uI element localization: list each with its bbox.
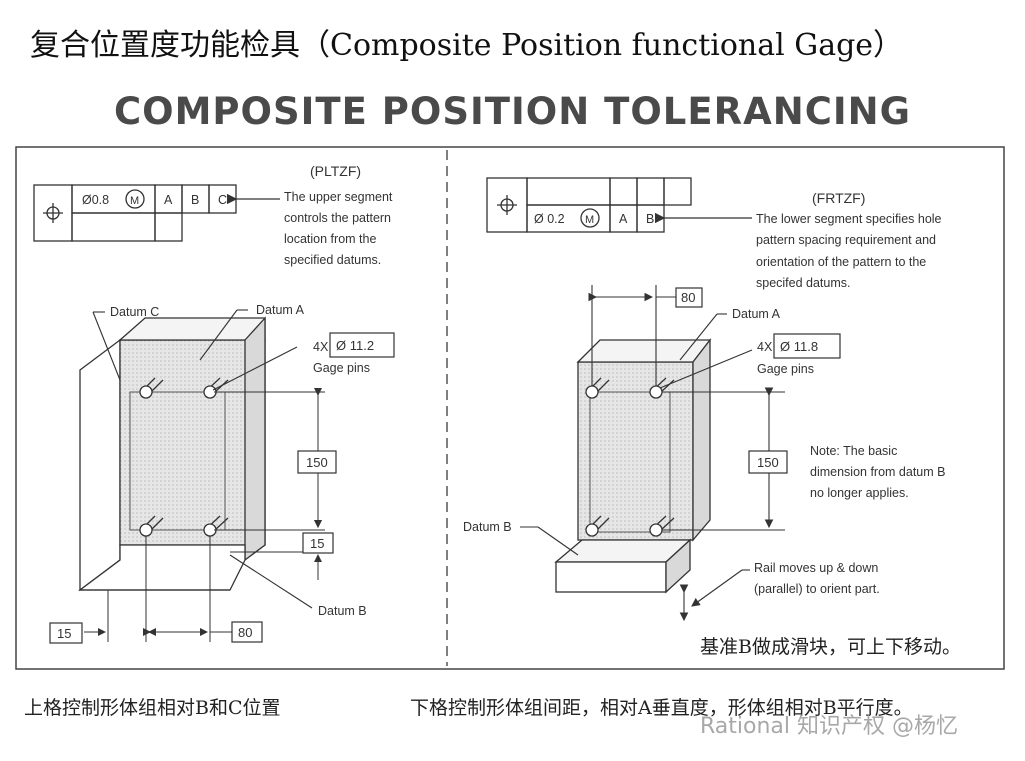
left-note-line: specified datums. <box>284 253 381 267</box>
left-datum-c-label: Datum C <box>110 305 159 319</box>
left-datum-a-label: Datum A <box>256 303 305 317</box>
right-fcf-datum-a: A <box>619 212 628 226</box>
left-dim-15-vertical: 15 <box>310 536 324 551</box>
right-note-line: specifed datums. <box>756 276 851 290</box>
left-note-line: The upper segment <box>284 190 393 204</box>
left-pin-diameter: Ø 11.2 <box>336 338 374 353</box>
watermark: Rational 知识产权 @杨忆 <box>700 714 959 739</box>
pins-leader <box>212 346 298 391</box>
datum-c-leader <box>92 311 121 381</box>
left-note-line: location from the <box>284 232 376 246</box>
caption-left: 上格控制形体组相对B和C位置 <box>24 697 281 719</box>
right-gage-pins-label: Gage pins <box>757 362 814 376</box>
right-datum-b-leader <box>537 526 579 556</box>
left-dim-150: 150 <box>306 455 328 470</box>
left-fcf-datum-b: B <box>191 193 199 207</box>
right-pins-leader <box>659 349 753 389</box>
left-fcf-modifier: M <box>130 195 139 207</box>
left-dim-15-horizontal: 15 <box>57 626 71 641</box>
left-dim-80: 80 <box>238 625 252 640</box>
right-fcf-modifier: M <box>585 214 594 226</box>
rail-note-line: Rail moves up & down <box>754 561 878 575</box>
left-datum-b-label: Datum B <box>318 604 367 618</box>
left-fcf-datum-c: C <box>218 193 227 207</box>
right-note2-line: dimension from datum B <box>810 465 945 479</box>
chinese-note-datum-b-slider: 基准B做成滑块，可上下移动。 <box>700 636 961 658</box>
datum-b-leader <box>229 554 313 609</box>
rail-leader <box>691 569 743 607</box>
right-feature-control-frame <box>486 177 752 233</box>
diagram-banner-title: COMPOSITE POSITION TOLERANCING <box>114 90 911 133</box>
right-note2-line: no longer applies. <box>810 486 909 500</box>
frtzf-label: (FRTZF) <box>812 190 865 206</box>
right-fcf-tolerance: Ø 0.2 <box>534 212 565 226</box>
right-note2-line: Note: The basic <box>810 444 897 458</box>
left-gage-pins <box>139 377 229 537</box>
right-gage-body <box>554 338 712 594</box>
right-panel: (FRTZF) Ø 0.2 M A B The lower segment sp… <box>463 177 945 622</box>
left-feature-control-frame <box>33 184 280 242</box>
page-title: 复合位置度功能检具（Composite Position functional … <box>30 28 904 63</box>
right-pin-diameter: Ø 11.8 <box>780 339 818 354</box>
left-pins-count: 4X <box>313 340 329 354</box>
left-gage-body <box>78 316 266 592</box>
datum-a-leader <box>199 309 238 361</box>
diagram-frame <box>15 146 1005 670</box>
right-dim-150: 150 <box>757 455 779 470</box>
right-datum-a-leader <box>679 313 718 361</box>
caption-right: 下格控制形体组间距，相对A垂直度，形体组相对B平行度。 <box>410 697 913 719</box>
right-note-line: The lower segment specifies hole <box>756 212 942 226</box>
left-fcf-tolerance: Ø0.8 <box>82 193 109 207</box>
right-pins-count: 4X <box>757 340 773 354</box>
left-gage-pins-label: Gage pins <box>313 361 370 375</box>
left-panel: (PLTZF) Ø0.8 M A B C The upper segment c… <box>33 163 395 644</box>
right-fcf-datum-b: B <box>646 212 654 226</box>
right-note-line: pattern spacing requirement and <box>756 233 936 247</box>
right-dim-80: 80 <box>681 290 695 305</box>
right-datum-a-label: Datum A <box>732 307 781 321</box>
left-note-line: controls the pattern <box>284 211 391 225</box>
rail-note-line: (parallel) to orient part. <box>754 582 880 596</box>
right-note-line: orientation of the pattern to the <box>756 255 926 269</box>
right-datum-b-label: Datum B <box>463 520 512 534</box>
pltzf-label: (PLTZF) <box>310 163 361 179</box>
left-fcf-datum-a: A <box>164 193 173 207</box>
